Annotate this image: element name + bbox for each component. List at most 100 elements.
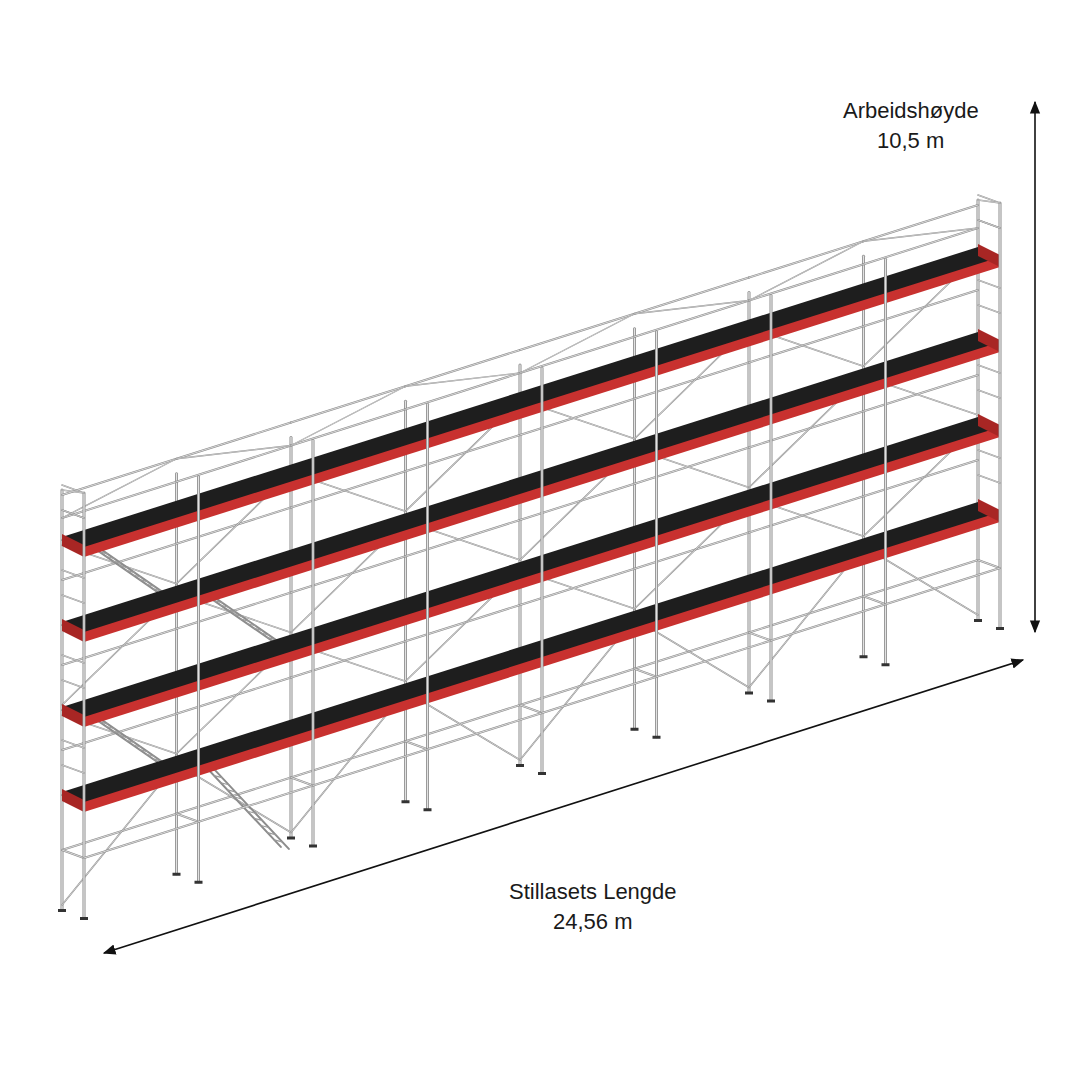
dimension-value: 24,56 m: [553, 909, 633, 935]
end-guard: [978, 475, 1000, 483]
end-guard-highlight: [978, 475, 1000, 483]
base-plate: [996, 627, 1004, 630]
end-guard-highlight: [62, 490, 84, 493]
ladder-rung: [261, 826, 269, 828]
transom: [864, 596, 886, 604]
ladder-rung: [140, 580, 148, 582]
ladder-rung: [126, 740, 134, 742]
ledger: [177, 423, 292, 459]
toe-board-end: [62, 534, 84, 557]
end-guard: [978, 200, 1000, 203]
ladder-rung: [100, 722, 108, 724]
ledger-highlight: [406, 705, 521, 741]
toe-board-end: [62, 619, 84, 642]
transom-highlight: [520, 705, 542, 713]
end-guard: [62, 490, 84, 493]
ladder-rung: [254, 628, 262, 630]
ladder-rung: [227, 610, 235, 612]
transom: [406, 741, 428, 749]
ladder-rung: [126, 570, 134, 572]
end-guard: [978, 450, 1000, 458]
deck-platform: [62, 417, 1000, 718]
end-guard-highlight: [978, 390, 1000, 398]
ledger-highlight: [771, 604, 886, 640]
ladder-rung: [274, 840, 282, 842]
transom: [520, 705, 542, 713]
ladder-rung: [120, 566, 128, 568]
ladder-rung: [261, 633, 269, 635]
ladder-rung: [214, 601, 222, 603]
toe-board-end: [978, 244, 1000, 267]
transom: [749, 633, 771, 641]
ledger: [864, 560, 979, 596]
ledger: [291, 386, 406, 422]
ledger: [428, 713, 543, 749]
ledger: [749, 241, 864, 277]
end-guard: [62, 510, 84, 518]
base-plate: [402, 800, 410, 803]
end-guard-highlight: [978, 305, 1000, 313]
ledger: [542, 677, 657, 713]
ladder-rail: [201, 761, 281, 847]
ledger-highlight: [62, 814, 177, 850]
end-guard-highlight: [62, 740, 84, 748]
base-plate: [195, 881, 203, 884]
ledger: [771, 604, 886, 640]
end-guard-highlight: [62, 765, 84, 773]
end-guard-highlight: [978, 195, 1000, 203]
end-guard: [62, 655, 84, 663]
ledger-highlight: [313, 749, 428, 785]
ledger-highlight: [406, 350, 521, 386]
end-guard: [62, 570, 84, 578]
ladder-rung: [120, 736, 128, 738]
end-guard: [62, 510, 84, 518]
base-plate: [516, 764, 524, 767]
dimension-value: 10,5 m: [877, 128, 944, 154]
ledger: [291, 741, 406, 777]
ledger-highlight: [62, 459, 177, 495]
end-guard: [978, 195, 1000, 203]
guard-brace-highlight: [635, 301, 750, 314]
end-guard: [978, 280, 1000, 288]
end-guard: [978, 305, 1000, 313]
end-guard-highlight: [978, 200, 1000, 203]
ladder-rung: [234, 614, 242, 616]
ladder-rung: [254, 818, 262, 820]
base-plate: [538, 772, 546, 775]
base-plate: [745, 692, 753, 695]
transom-highlight: [978, 560, 1000, 568]
dimension-title: Stillasets Lengde: [509, 879, 677, 905]
guard-brace: [864, 228, 979, 241]
ledger: [864, 205, 979, 241]
length-dimension-arrow: [104, 660, 1023, 953]
ledger-highlight: [657, 641, 772, 677]
ladder-rung: [221, 783, 229, 785]
end-guard-highlight: [978, 220, 1000, 228]
ladder-rung: [153, 589, 161, 591]
deck-platform: [62, 332, 1000, 633]
base-plate: [653, 736, 661, 739]
end-guard-highlight: [62, 655, 84, 663]
guard-brace: [406, 373, 521, 386]
ladder-rung: [241, 619, 249, 621]
toe-board-end: [978, 329, 1000, 352]
end-guard-highlight: [62, 485, 84, 493]
ledger-highlight: [635, 278, 750, 314]
ledger: [520, 314, 635, 350]
ledger-highlight: [635, 633, 750, 669]
ladder-rung: [221, 605, 229, 607]
standard: [83, 493, 86, 918]
ladder-rung: [113, 561, 121, 563]
ladder-rung: [146, 754, 154, 756]
deck-platform: [62, 502, 1000, 803]
guard-brace: [177, 446, 292, 459]
ladder-rung: [247, 624, 255, 626]
scaffold: [58, 195, 1004, 920]
end-guard: [62, 765, 84, 773]
end-guard: [978, 365, 1000, 373]
ladder-rung: [214, 776, 222, 778]
transom-highlight: [62, 850, 84, 858]
transom-highlight: [177, 814, 199, 822]
toe-board-end: [62, 704, 84, 727]
